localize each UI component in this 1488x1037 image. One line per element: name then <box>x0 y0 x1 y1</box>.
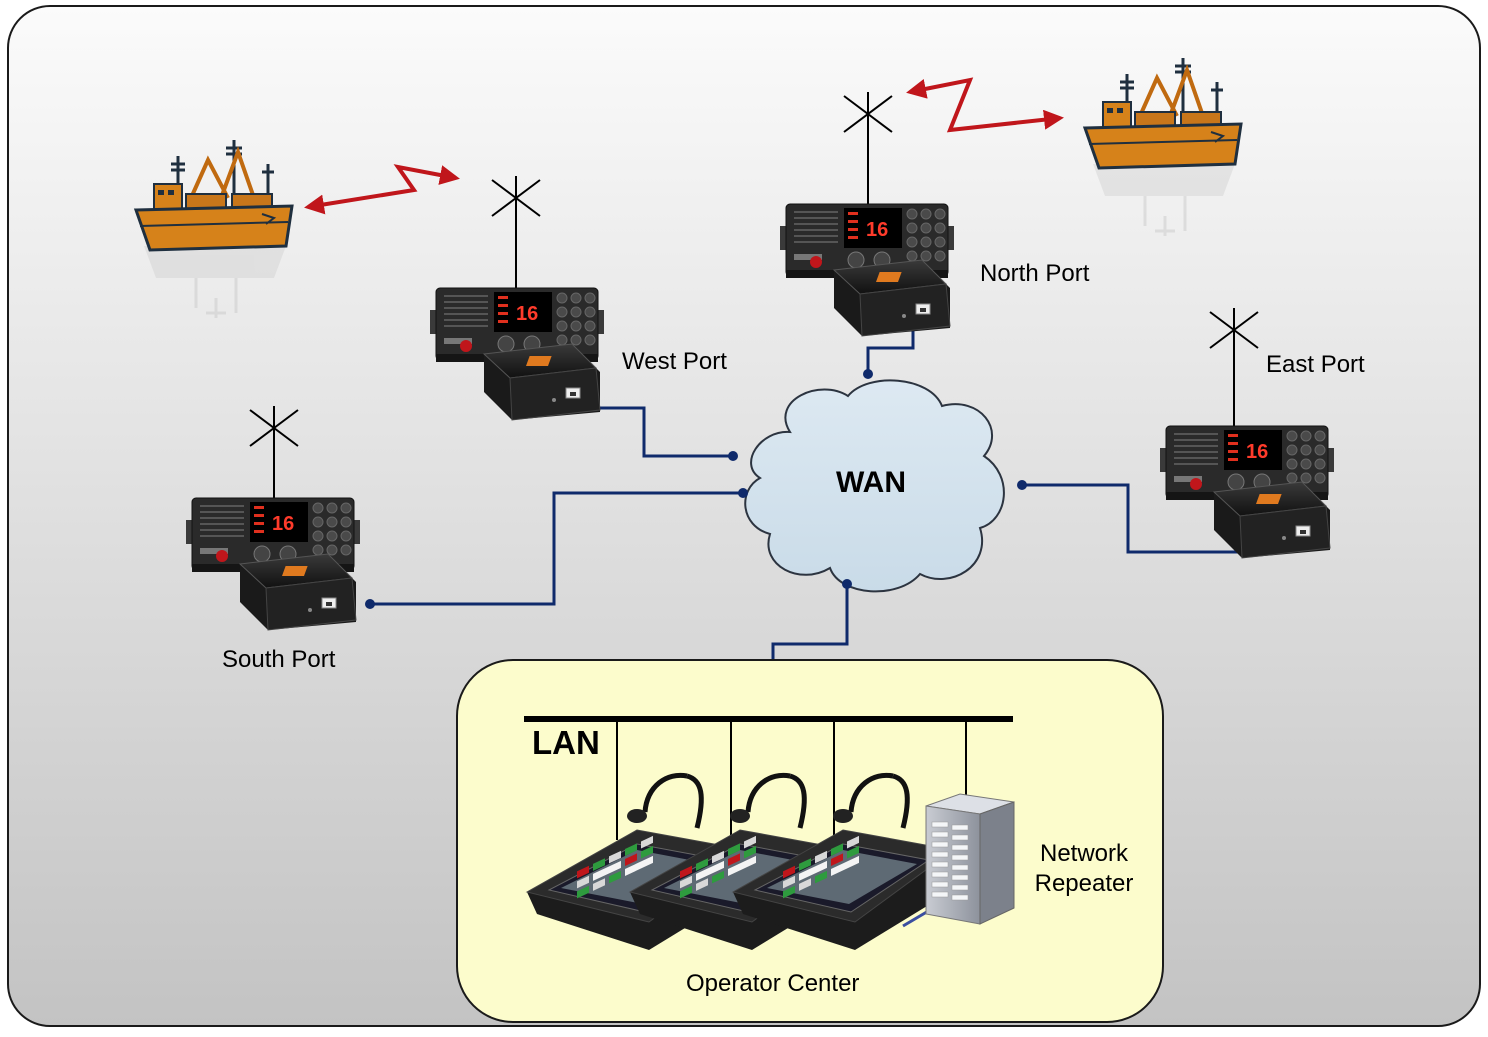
radio-link-west-icon <box>304 164 460 215</box>
link-south-wan <box>370 491 743 606</box>
radio-link-north-icon <box>906 77 1064 133</box>
lan-label: LAN <box>532 724 600 761</box>
wan-label: WAN <box>836 466 906 499</box>
operator-center-label: Operator Center <box>686 970 860 997</box>
link-east-wan <box>1022 483 1254 554</box>
antenna-south-icon <box>249 405 299 498</box>
antenna-west-icon <box>491 175 541 288</box>
port-label-south: South Port <box>222 646 336 673</box>
port-label-east: East Port <box>1266 351 1365 378</box>
port-label-north: North Port <box>980 260 1090 287</box>
link-north-wan <box>866 322 915 374</box>
network-repeater-label: Network Repeater <box>1024 839 1144 899</box>
wan-cloud-icon <box>744 379 1005 593</box>
network-repeater-line1: Network <box>1039 840 1129 867</box>
port-label-west: West Port <box>622 348 727 375</box>
antenna-east-icon <box>1209 307 1259 426</box>
network-repeater-line2: Repeater <box>1034 870 1134 897</box>
server-icon <box>925 793 1015 925</box>
antenna-north-icon <box>843 91 893 204</box>
